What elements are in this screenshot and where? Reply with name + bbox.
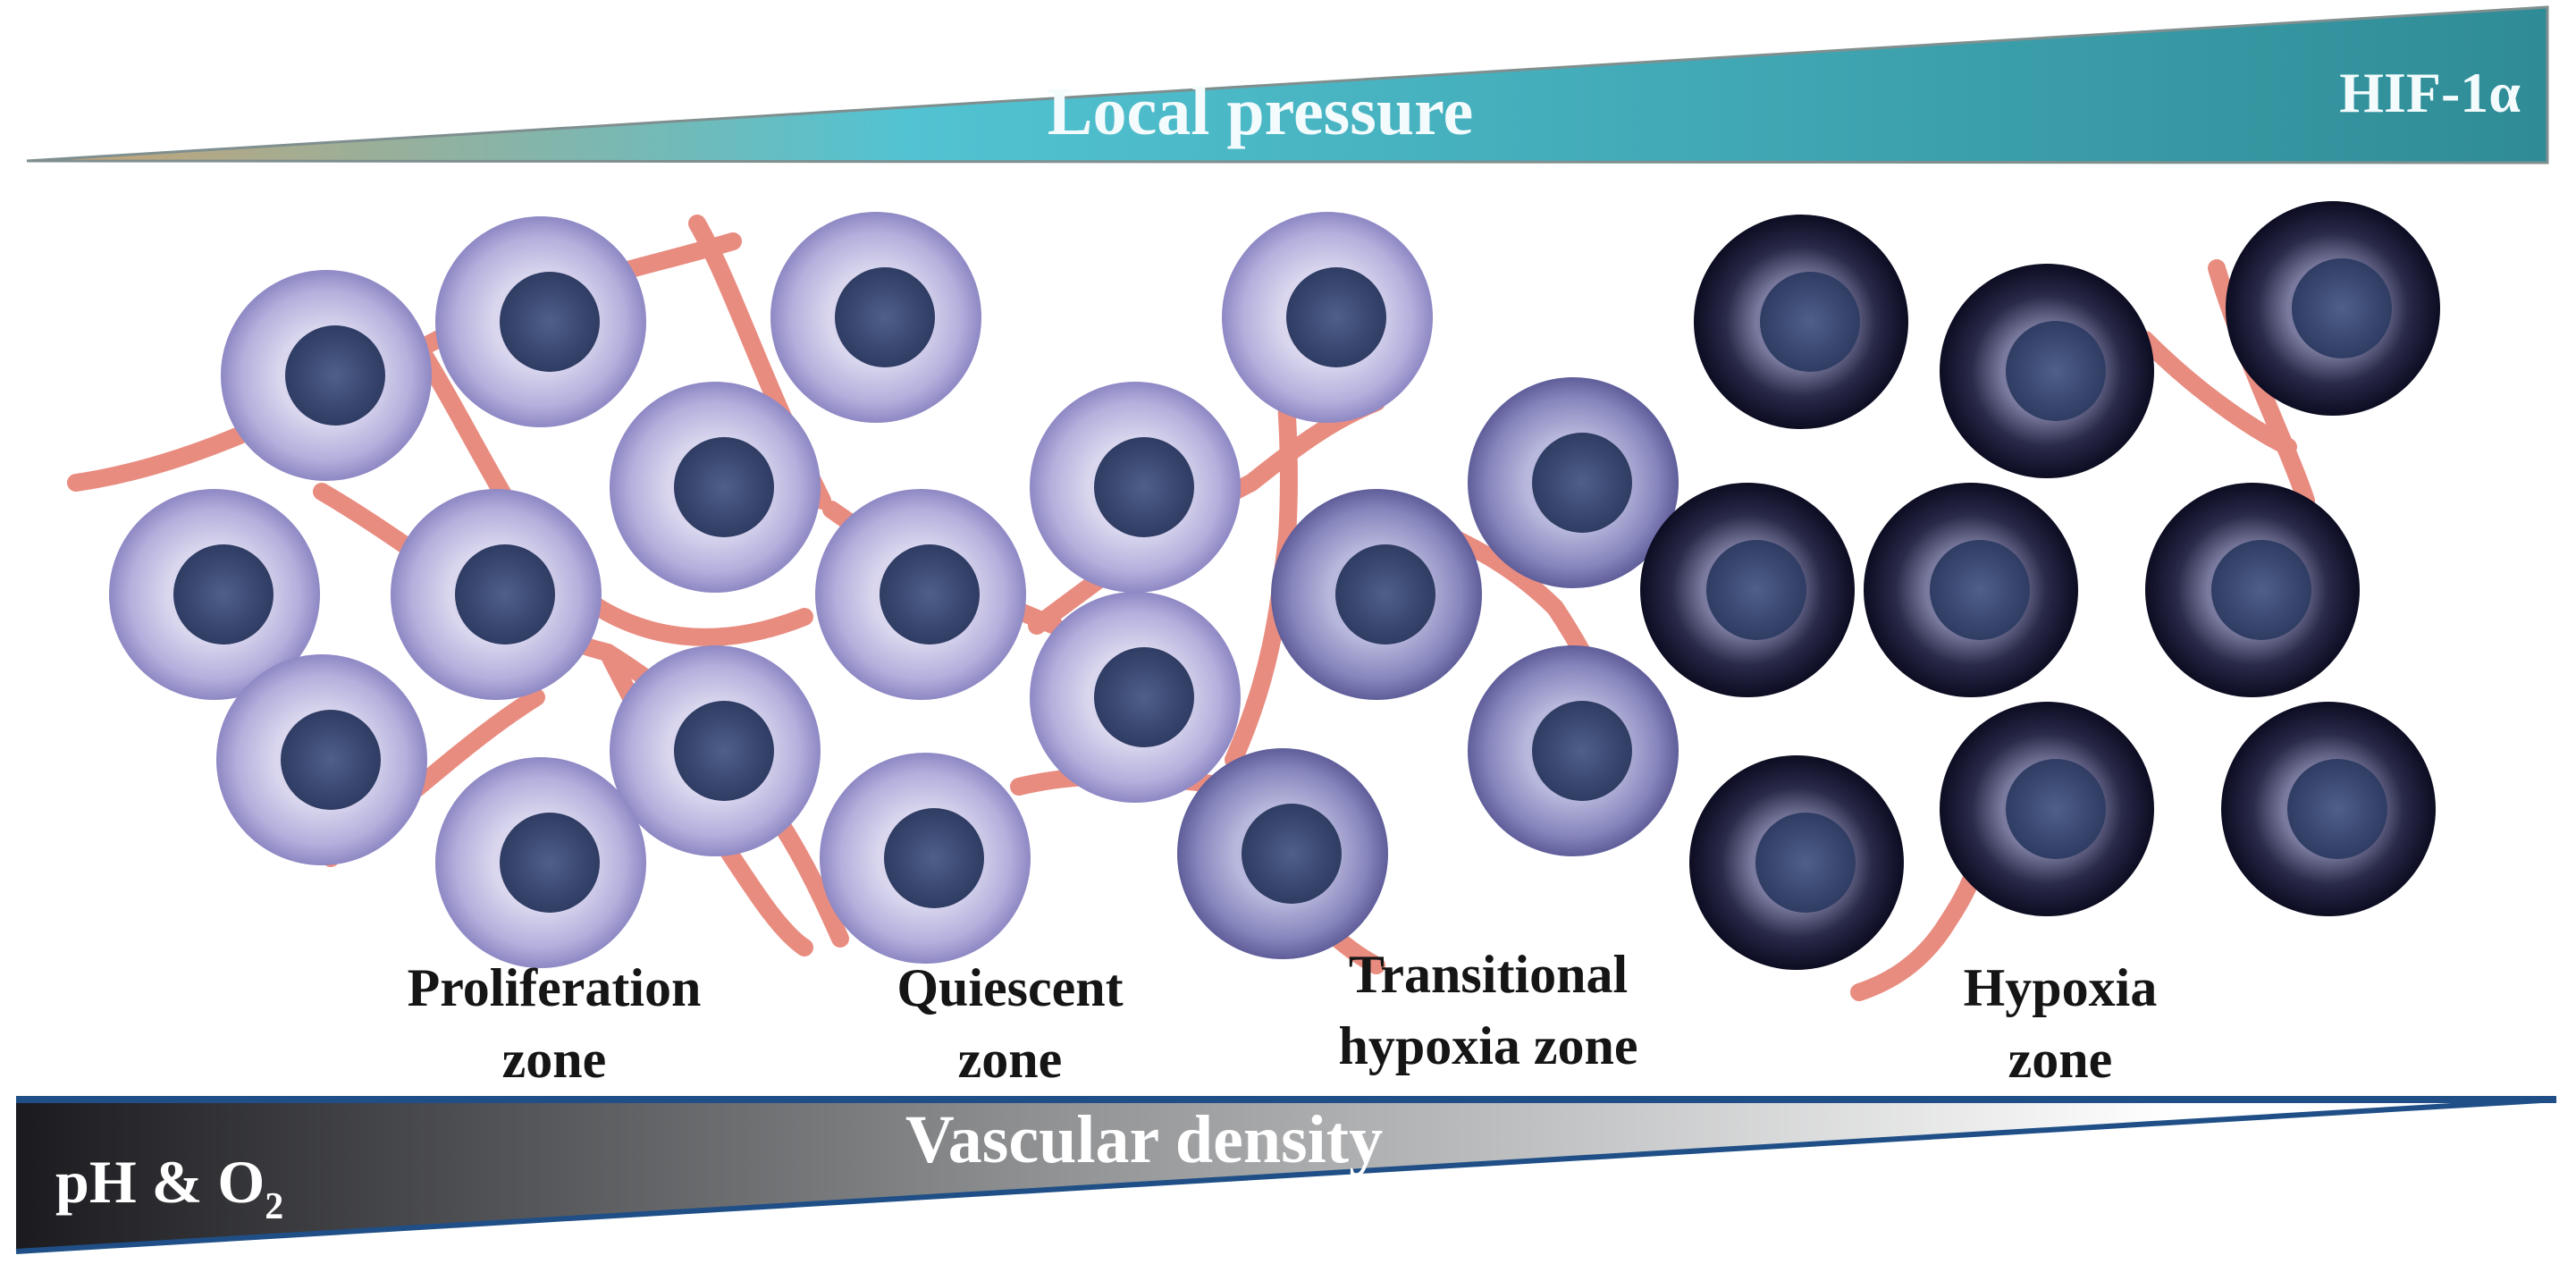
normoxic-cell (820, 753, 1031, 964)
cells (109, 201, 2440, 970)
vascular-density-bar-diagonal-edge (15, 1097, 2557, 1254)
hypoxic-cell (1694, 215, 1908, 429)
zone-label-quiescent-line1: Quiescent (897, 958, 1123, 1017)
zone-label-hypoxia-line2: zone (2008, 1030, 2113, 1089)
zone-label-hypoxia-line1: Hypoxia (1964, 958, 2158, 1017)
zone-label-proliferation-line2: zone (502, 1030, 607, 1089)
zone-label-quiescent-line2: zone (958, 1030, 1063, 1089)
normoxic-cell (109, 489, 320, 700)
normoxic-cell (435, 757, 646, 968)
hif-1a-label: HIF-1α (2339, 61, 2521, 124)
hypoxic-cell (1640, 483, 1855, 697)
normoxic-cell (610, 645, 821, 856)
hypoxic-cell (2226, 201, 2440, 416)
hypoxic-cell (1689, 755, 1904, 970)
transitional-cell (1271, 489, 1482, 700)
ph-o2-label-subscript: 2 (265, 1186, 283, 1227)
vascular-density-label: Vascular density (905, 1102, 1383, 1177)
hypoxic-cell (2221, 702, 2436, 916)
zone-labels: Proliferation zone Quiescent zone Transi… (408, 945, 2158, 1089)
zone-label-proliferation-line1: Proliferation (408, 958, 702, 1017)
zone-label-transitional-line2: hypoxia zone (1338, 1016, 1637, 1075)
normoxic-cell (815, 489, 1026, 700)
ph-o2-label-main: pH & O (55, 1148, 265, 1216)
normoxic-cell (391, 489, 602, 700)
local-pressure-bar (26, 5, 2549, 164)
normoxic-cell (1030, 592, 1241, 803)
hypoxic-cell (1940, 264, 2154, 478)
local-pressure-label: Local pressure (1048, 74, 1473, 149)
transitional-cell (1177, 748, 1388, 959)
normoxic-cell (770, 212, 981, 423)
normoxic-cell (216, 654, 427, 865)
ph-o2-label: pH & O2 (55, 1148, 283, 1227)
hypoxic-cell (1864, 483, 2078, 697)
normoxic-cell (435, 216, 646, 427)
zone-label-transitional-line1: Transitional (1349, 945, 1628, 1004)
hypoxic-cell (2145, 483, 2360, 697)
normoxic-cell (610, 382, 821, 593)
transitional-cell (1468, 377, 1679, 588)
normoxic-cell (221, 270, 432, 481)
hypoxic-cell (1940, 702, 2154, 916)
normoxic-cell (1222, 212, 1433, 423)
normoxic-cell (1030, 382, 1241, 593)
transitional-cell (1468, 645, 1679, 856)
